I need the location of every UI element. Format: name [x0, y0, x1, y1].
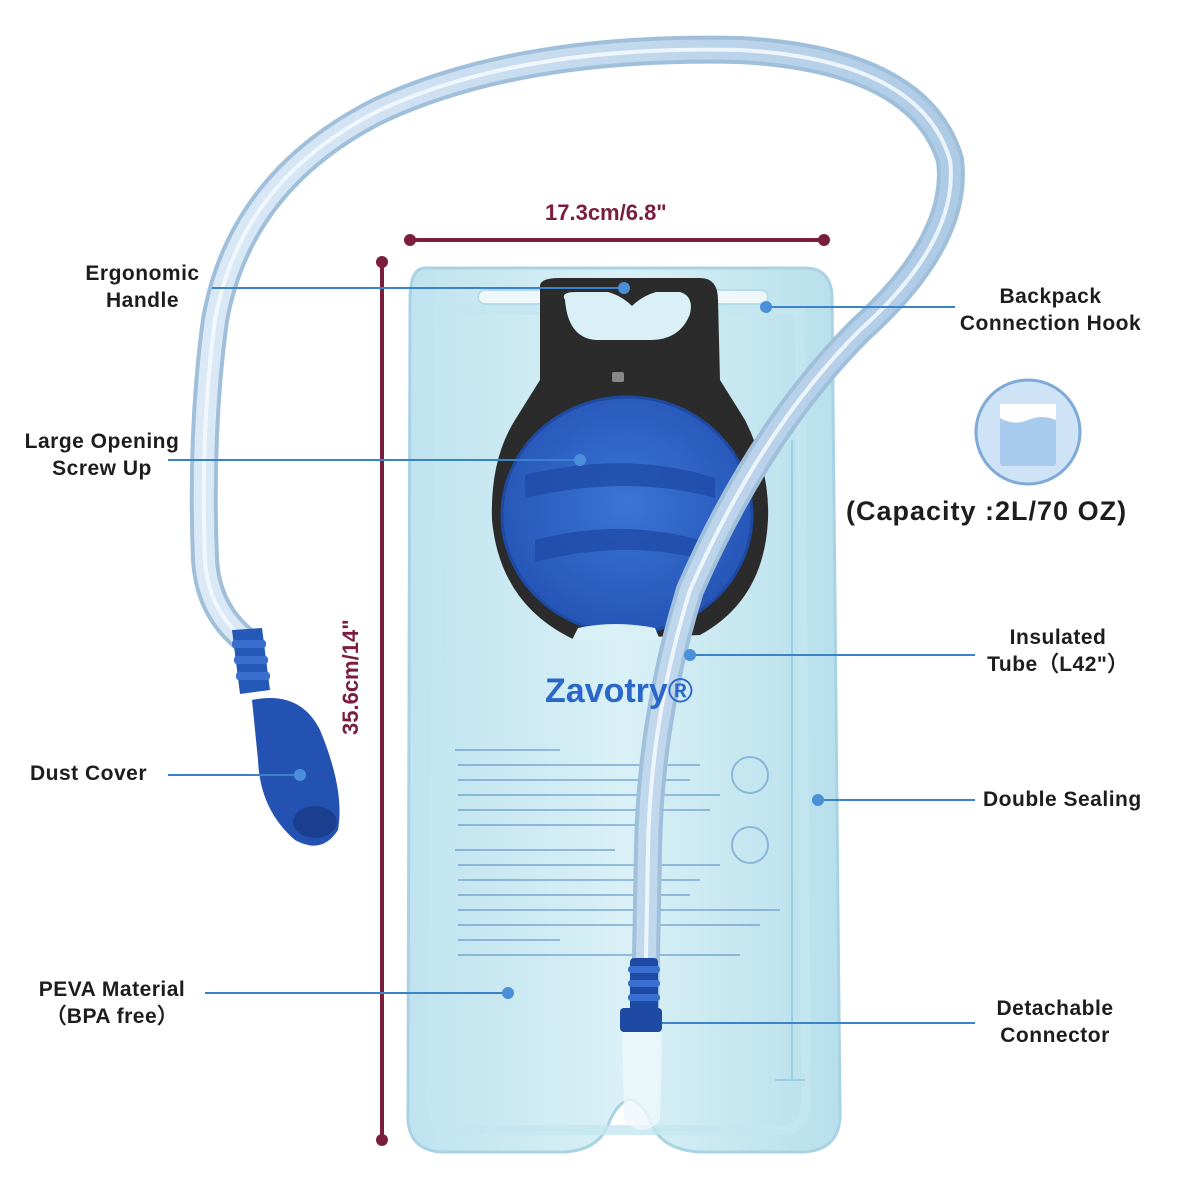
callout-backpack-hook-line2: Connection Hook — [959, 312, 1142, 335]
callout-double-sealing: Double Sealing — [983, 786, 1142, 813]
callout-large-opening-line1: Large Opening — [24, 430, 180, 453]
callout-peva-material: PEVA Material （BPA free） — [22, 976, 202, 1030]
callout-peva-material-line1: PEVA Material — [38, 978, 186, 1001]
capacity-label: (Capacity :2L/70 OZ) — [846, 496, 1128, 526]
callout-insulated-tube: Insulated Tube（L42"） — [968, 624, 1148, 678]
callout-detachable-connector-line2: Connector — [1000, 1024, 1110, 1047]
capacity-icon — [974, 378, 1082, 486]
width-dimension-label: 17.3cm/6.8" — [545, 200, 667, 225]
callout-peva-material-line2: （BPA free） — [45, 1005, 179, 1028]
callout-detachable-connector: Detachable Connector — [975, 995, 1135, 1049]
callout-backpack-hook: Backpack Connection Hook — [948, 283, 1153, 337]
detachable-connector — [620, 958, 662, 1130]
callout-ergonomic-handle-line2: Handle — [105, 289, 179, 312]
brand-logo-text: Zavotry® — [545, 672, 693, 710]
drinking-tube — [189, 35, 965, 1024]
width-dimension-line — [404, 234, 830, 246]
callout-double-sealing-line1: Double Sealing — [983, 788, 1142, 811]
height-dimension-line — [376, 256, 388, 1146]
callout-detachable-connector-line1: Detachable — [996, 997, 1114, 1020]
height-dimension-label: 35.6cm/14" — [338, 619, 363, 735]
callout-lines — [168, 282, 975, 1024]
callout-dust-cover-line1: Dust Cover — [30, 762, 148, 785]
callout-dust-cover: Dust Cover — [30, 760, 147, 787]
callout-ergonomic-handle: Ergonomic Handle — [70, 260, 215, 314]
callout-insulated-tube-line2: Tube（L42"） — [987, 653, 1129, 676]
callout-large-opening: Large Opening Screw Up — [12, 428, 192, 482]
callout-insulated-tube-line1: Insulated — [1009, 626, 1107, 649]
bite-valve — [232, 628, 340, 846]
callout-backpack-hook-line1: Backpack — [999, 285, 1102, 308]
callout-large-opening-line2: Screw Up — [52, 457, 152, 480]
callout-ergonomic-handle-line1: Ergonomic — [85, 262, 200, 285]
